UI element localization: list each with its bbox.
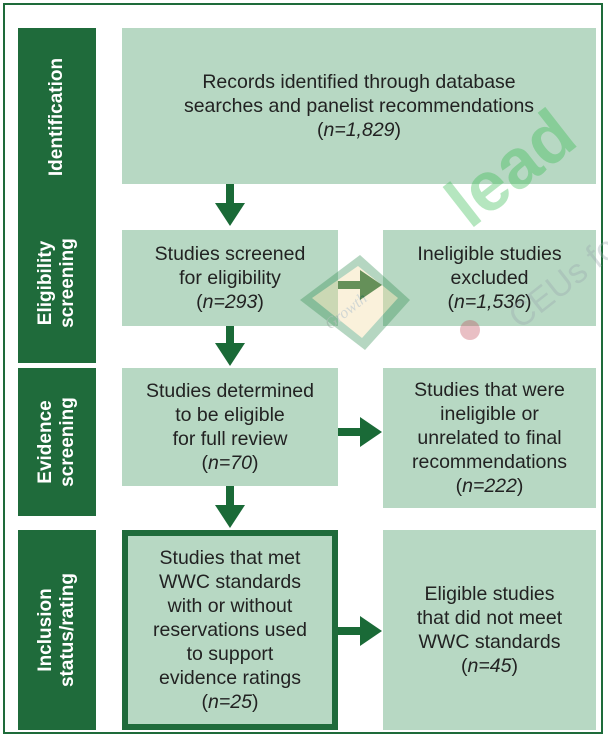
arrow-down-icon — [215, 486, 245, 528]
box-text: Studies screened for eligibility — [154, 243, 306, 289]
box-text: Eligible studies that did not meet WWC s… — [416, 583, 563, 653]
box-ineligible-excluded: Ineligible studies excluded (n=1,536) — [383, 230, 596, 326]
box-text: Studies that were ineligible or unrelate… — [412, 379, 567, 473]
box-eligible-full-review: Studies determined to be eligible for fu… — [122, 368, 338, 486]
stage-eligibility-screening: Eligibility screening — [18, 203, 96, 363]
box-count: n=222 — [462, 475, 517, 497]
stage-identification: Identification — [18, 28, 96, 206]
box-studies-screened: Studies screened for eligibility (n=293) — [122, 230, 338, 326]
box-unrelated-studies: Studies that were ineligible or unrelate… — [383, 368, 596, 508]
box-text: Studies determined to be eligible for fu… — [145, 380, 315, 450]
box-text: Studies that met WWC standards with or w… — [153, 547, 307, 689]
box-did-not-meet: Eligible studies that did not meet WWC s… — [383, 530, 596, 730]
arrow-down-icon — [215, 326, 245, 366]
box-count: n=1,829 — [323, 119, 395, 141]
stage-inclusion-status-rating: Inclusion status/rating — [18, 530, 96, 730]
arrow-right-icon — [338, 616, 382, 646]
arrow-right-icon — [338, 270, 382, 300]
stage-evidence-screening: Evidence screening — [18, 368, 96, 516]
box-count: n=70 — [208, 452, 252, 474]
box-records-identified: Records identified through database sear… — [122, 28, 596, 184]
box-count: n=293 — [202, 291, 258, 313]
box-count: n=45 — [467, 655, 512, 677]
box-count: n=1,536 — [453, 291, 526, 313]
box-count: n=25 — [208, 691, 252, 713]
arrow-down-icon — [215, 184, 245, 226]
diagram-frame — [3, 3, 603, 734]
arrow-right-icon — [338, 417, 382, 447]
box-text: Records identified through database sear… — [183, 71, 535, 117]
box-met-standards: Studies that met WWC standards with or w… — [122, 530, 338, 730]
box-text: Ineligible studies excluded — [417, 243, 562, 289]
